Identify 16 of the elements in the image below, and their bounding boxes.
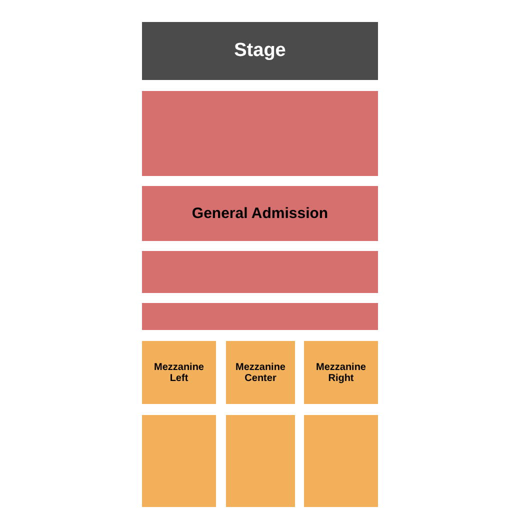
seating-section [142, 415, 216, 507]
section-label: Mezzanine Right [314, 362, 367, 384]
seating-section [304, 341, 378, 404]
seating-section [226, 415, 295, 507]
seating-section [142, 186, 378, 241]
section-label: Mezzanine Left [152, 362, 205, 384]
stage-block [142, 22, 378, 80]
seating-section [304, 415, 378, 507]
seating-section [142, 303, 378, 330]
section-label: Mezzanine Center [234, 362, 286, 384]
section-label: Stage [233, 40, 287, 62]
seating-section [142, 341, 216, 404]
section-label: General Admission [190, 205, 330, 222]
seating-section [226, 341, 295, 404]
seating-section [142, 91, 378, 176]
seating-section [142, 251, 378, 293]
